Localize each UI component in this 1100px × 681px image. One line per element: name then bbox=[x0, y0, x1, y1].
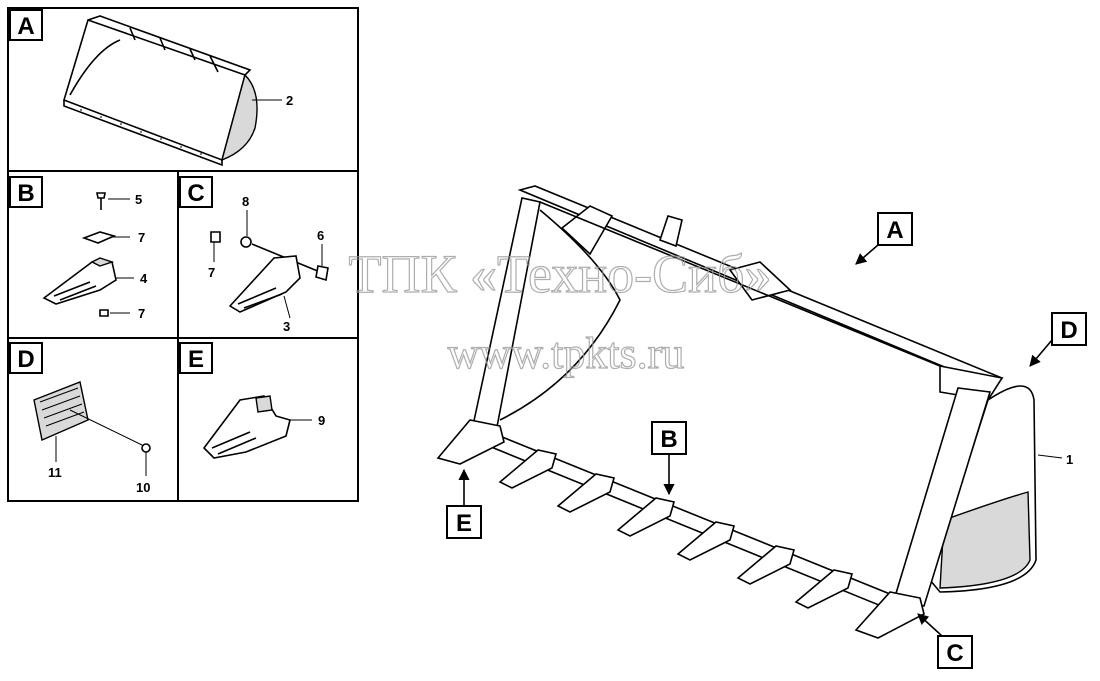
callout-8: 8 bbox=[242, 194, 249, 209]
watermark-company: ТПК «Техно-Сиб» bbox=[349, 244, 772, 304]
callout-6: 6 bbox=[317, 228, 324, 243]
panel-d-letter: D bbox=[17, 346, 34, 373]
panel-d-decal-drawing: 10 11 bbox=[33, 381, 151, 495]
view-label-e: E bbox=[456, 510, 472, 537]
callout-10: 10 bbox=[136, 480, 150, 495]
panel-c-letter: C bbox=[187, 180, 204, 207]
panel-c-tooth-drawing: 8 7 6 3 bbox=[208, 194, 329, 334]
watermark-url: www.tpkts.ru bbox=[448, 329, 685, 378]
callout-1: 1 bbox=[1066, 452, 1073, 467]
view-label-b-box bbox=[651, 421, 687, 455]
view-labels: A B C D E bbox=[446, 212, 1087, 669]
panel-e-tab bbox=[179, 342, 213, 374]
view-label-d: D bbox=[1060, 317, 1077, 344]
panel-a-bucket-drawing: 2 bbox=[63, 15, 293, 167]
callout-7-lower: 7 bbox=[138, 306, 145, 321]
panel-b-letter: B bbox=[17, 180, 34, 207]
view-label-d-box bbox=[1051, 312, 1087, 346]
watermark: ТПК «Техно-Сиб» www.tpkts.ru bbox=[348, 243, 772, 378]
callout-5: 5 bbox=[135, 192, 142, 207]
detail-panels: A B C D E bbox=[7, 7, 359, 502]
panel-b-tab bbox=[9, 176, 43, 208]
callout-7-c: 7 bbox=[208, 265, 215, 280]
view-label-b: B bbox=[660, 426, 677, 453]
callout-3: 3 bbox=[283, 319, 290, 334]
panel-a-tab bbox=[9, 9, 43, 41]
view-label-a: A bbox=[886, 217, 903, 244]
panel-a-letter: A bbox=[17, 13, 34, 40]
main-bucket-drawing: 1 bbox=[436, 185, 1073, 639]
view-label-c-box bbox=[937, 635, 973, 669]
panel-d-tab bbox=[9, 342, 43, 374]
panel-b-tooth-drawing: 5 7 4 7 bbox=[42, 192, 148, 321]
callout-2: 2 bbox=[286, 93, 293, 108]
callout-11: 11 bbox=[48, 465, 62, 480]
callout-4: 4 bbox=[140, 271, 148, 286]
callout-9: 9 bbox=[318, 413, 325, 428]
panel-e-letter: E bbox=[188, 346, 204, 373]
panel-c-tab bbox=[179, 176, 213, 208]
panel-e-tooth-drawing: 9 bbox=[202, 395, 325, 459]
view-label-a-box bbox=[877, 212, 913, 246]
view-label-c: C bbox=[946, 640, 963, 667]
callout-7-upper: 7 bbox=[138, 230, 145, 245]
